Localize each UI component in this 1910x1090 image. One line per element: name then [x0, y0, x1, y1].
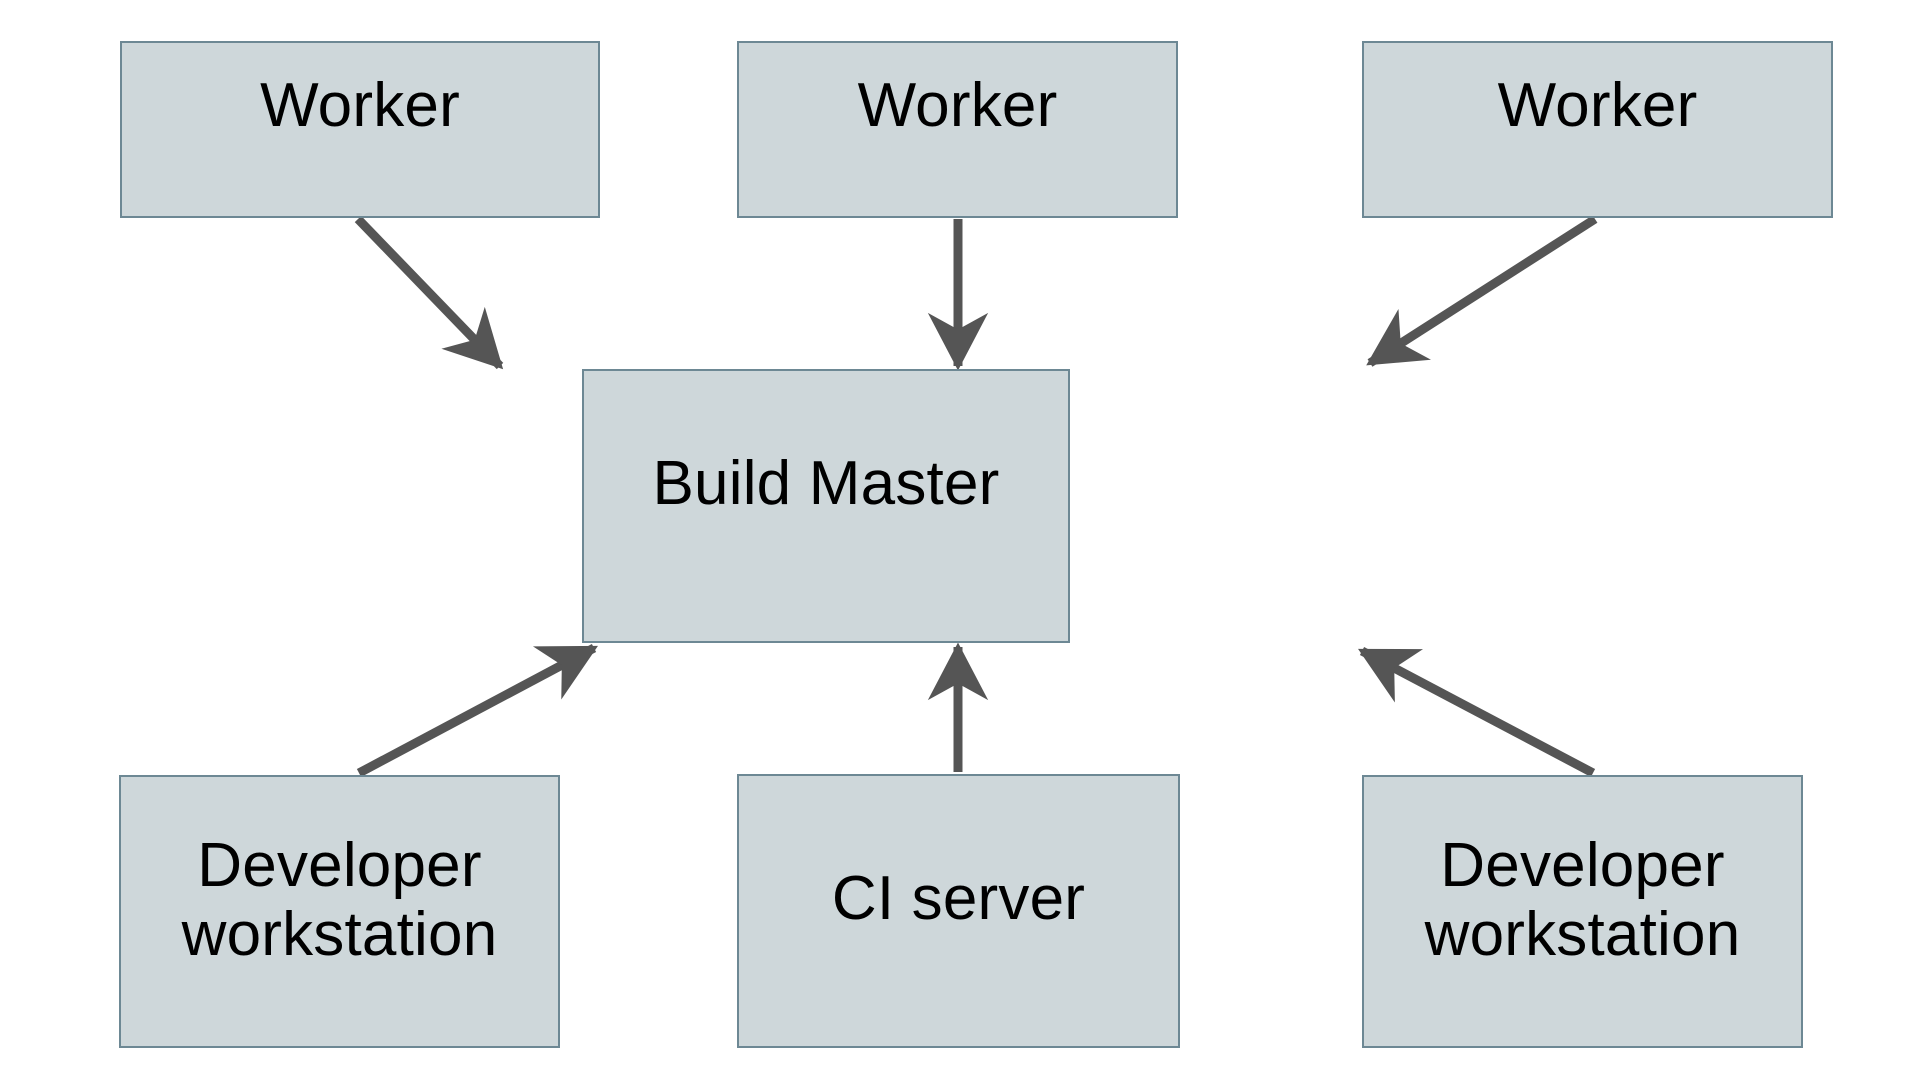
node-label: Build Master	[652, 449, 1000, 518]
node-worker-2[interactable]: Worker	[737, 41, 1178, 218]
node-build-master[interactable]: Build Master	[582, 369, 1070, 643]
node-label: CI server	[831, 864, 1086, 933]
node-label: Worker	[1497, 71, 1698, 140]
edge-worker1-to-master	[354, 215, 504, 370]
node-ci-server[interactable]: CI server	[737, 774, 1180, 1048]
edge-devleft-to-master	[356, 644, 598, 777]
node-developer-workstation-left[interactable]: Developer workstation	[119, 775, 560, 1048]
edge-worker3-to-master	[1366, 215, 1598, 367]
node-label: Worker	[857, 71, 1058, 140]
node-label: Developer workstation	[181, 831, 498, 970]
node-worker-1[interactable]: Worker	[120, 41, 600, 218]
node-label: Worker	[260, 71, 460, 140]
edge-devright-to-master	[1358, 647, 1596, 777]
node-worker-3[interactable]: Worker	[1362, 41, 1833, 218]
node-developer-workstation-right[interactable]: Developer workstation	[1362, 775, 1803, 1048]
node-label: Developer workstation	[1424, 831, 1741, 970]
